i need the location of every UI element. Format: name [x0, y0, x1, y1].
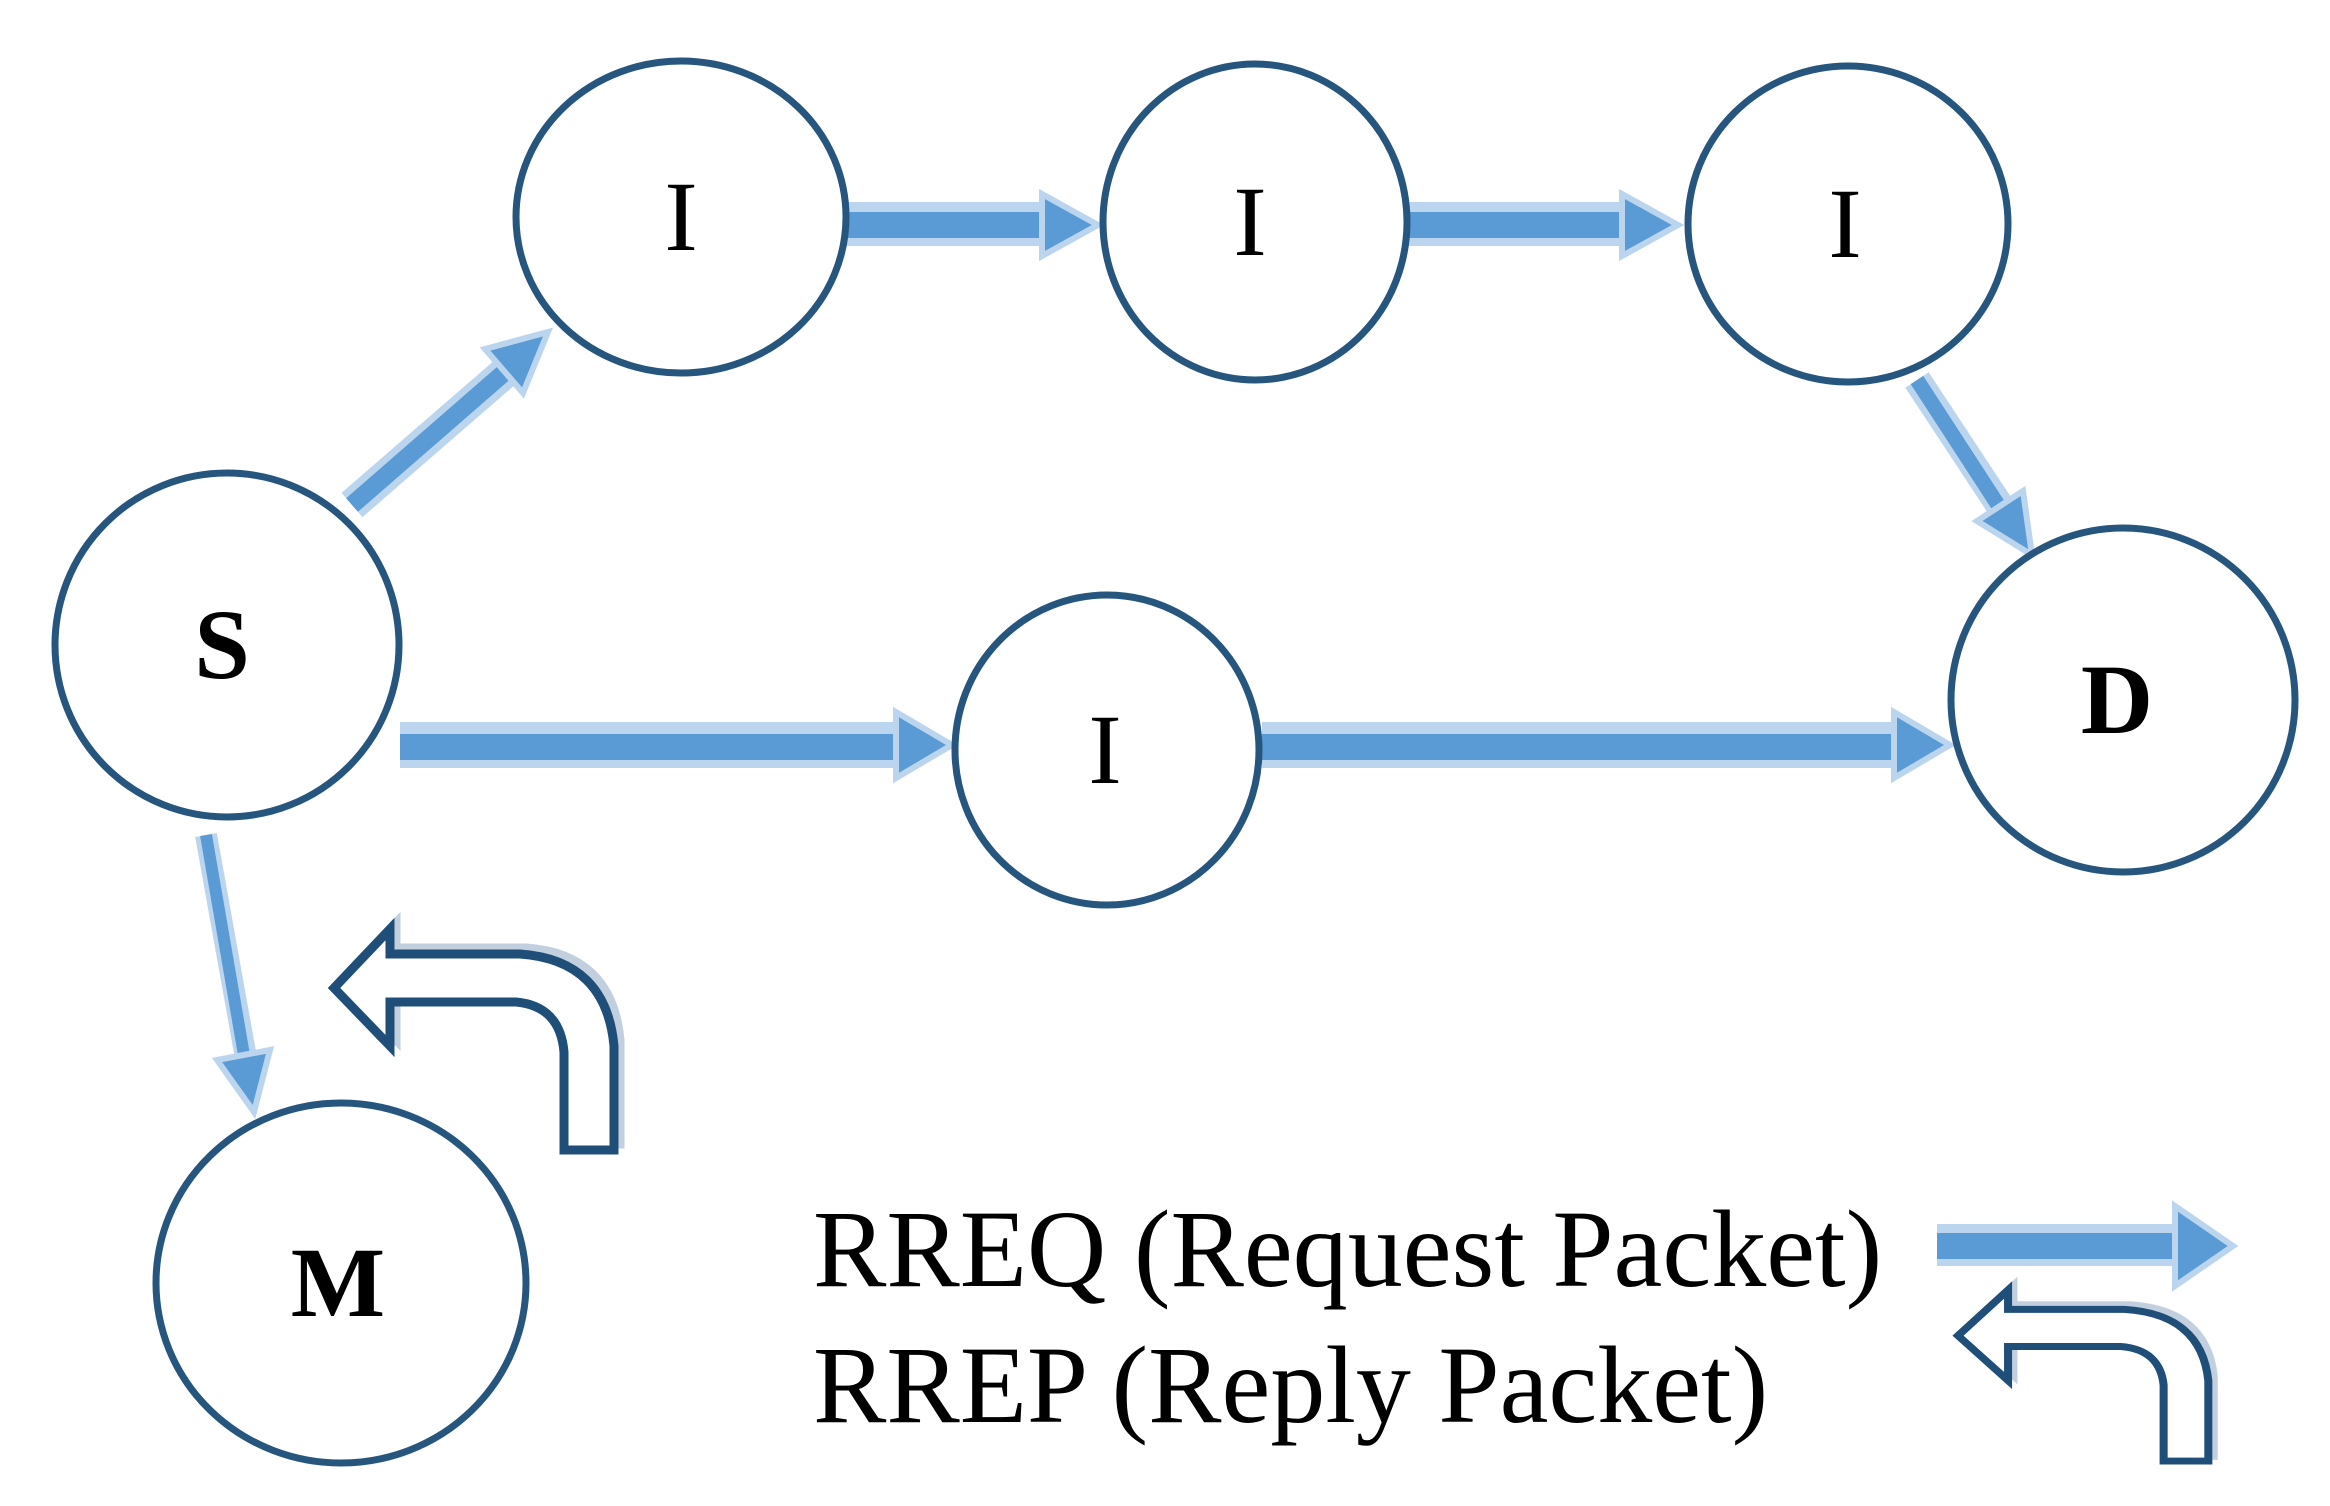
node-s-label: S — [194, 589, 250, 700]
edge-i1-i2 — [846, 188, 1105, 262]
edge-s-m — [195, 833, 275, 1119]
legend: RREQ (Request Packet) RREP (Reply Packet… — [813, 1188, 2239, 1461]
node-i1: I — [512, 57, 850, 377]
node-i2: I — [1099, 60, 1411, 384]
arrowhead — [893, 706, 958, 784]
arrowhead — [1891, 706, 1956, 784]
edge-s-i4 — [400, 706, 958, 784]
edge-i4-d — [1262, 706, 1956, 784]
node-i4: I — [951, 591, 1263, 909]
node-d-label: D — [2081, 644, 2153, 755]
legend-rrep-arrow-icon — [1958, 1290, 2208, 1461]
legend-rreq-label: RREQ (Request Packet) — [813, 1188, 1882, 1310]
legend-rreq-arrow-icon — [1937, 1200, 2239, 1292]
node-s: S — [51, 469, 403, 821]
arrowhead — [1619, 188, 1685, 262]
legend-rrep-label: RREP (Reply Packet) — [813, 1324, 1768, 1446]
edge-s-i1 — [341, 327, 554, 518]
node-d: D — [1947, 524, 2299, 876]
node-m: M — [152, 1099, 530, 1467]
edge-i2-i3 — [1408, 188, 1685, 262]
arrowhead — [211, 1046, 275, 1119]
edge-i3-d — [1905, 372, 2036, 561]
node-i4-label: I — [1088, 694, 1121, 805]
node-i1-label: I — [664, 161, 697, 272]
node-i2-label: I — [1233, 166, 1266, 277]
arrowhead — [1039, 188, 1105, 262]
node-i3: I — [1684, 62, 2012, 386]
arrowhead — [479, 327, 554, 399]
arrowhead — [2172, 1200, 2239, 1292]
node-m-label: M — [291, 1227, 385, 1338]
node-i3-label: I — [1828, 168, 1861, 279]
arrowhead — [1971, 485, 2036, 561]
